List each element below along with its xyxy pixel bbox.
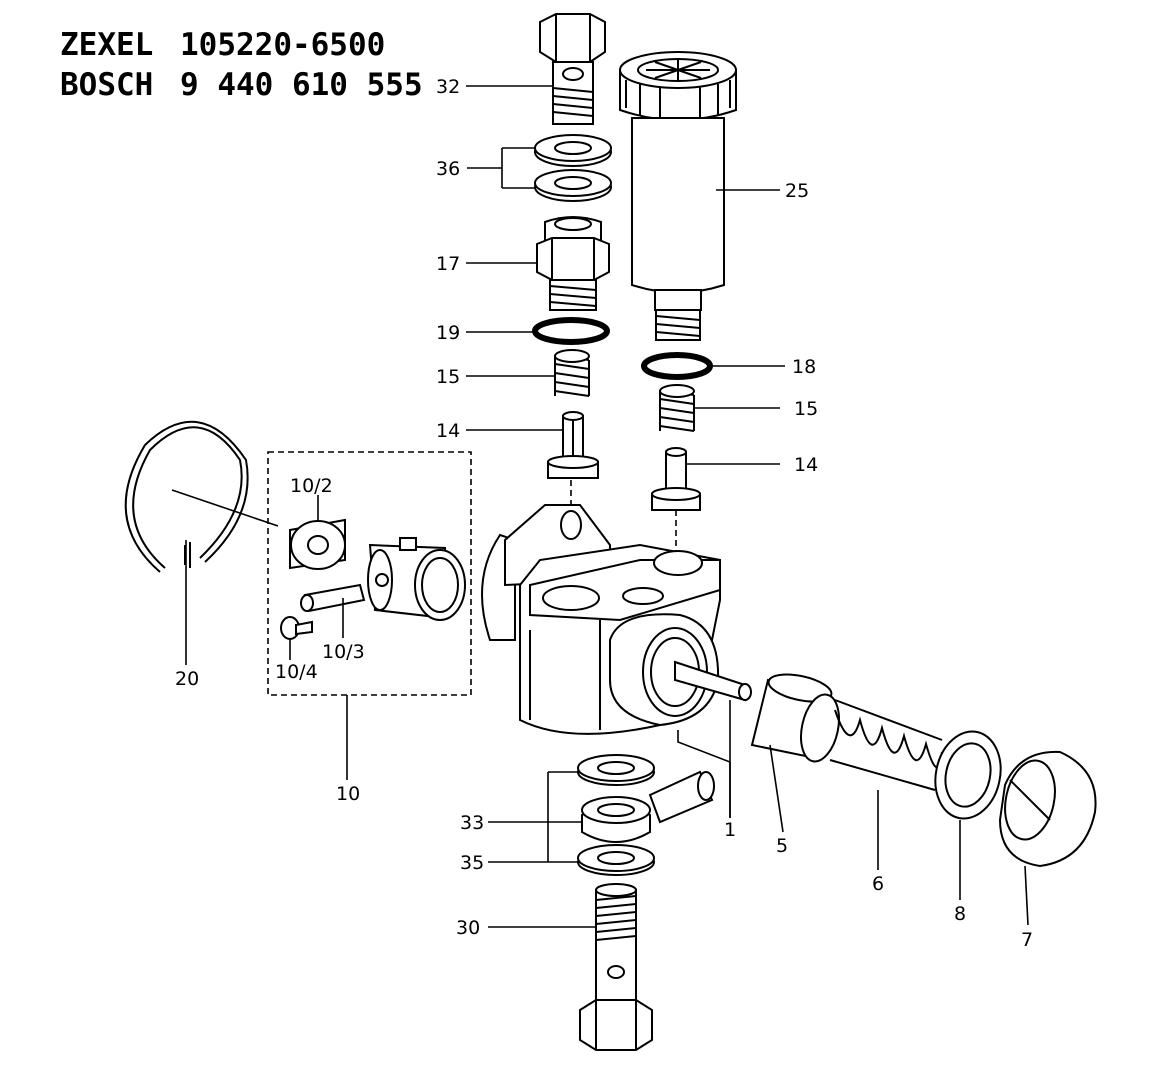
callout-33: 33 xyxy=(460,812,484,834)
callout-15-left: 15 xyxy=(436,366,460,388)
callout-36: 36 xyxy=(436,158,460,180)
callout-10-4: 10/4 xyxy=(275,661,318,683)
leader-20-axis xyxy=(171,489,279,527)
callout-1: 1 xyxy=(724,819,736,841)
part-10-assembly-box xyxy=(267,451,472,696)
callout-8: 8 xyxy=(954,903,966,925)
callout-labels: 32 36 17 19 15 14 25 18 15 14 10/2 10/3 … xyxy=(175,76,1033,951)
callout-15-right: 15 xyxy=(794,398,818,420)
part-19-o-ring xyxy=(532,317,610,345)
callout-5: 5 xyxy=(776,835,788,857)
callout-leaders xyxy=(185,85,1029,928)
callout-35: 35 xyxy=(460,852,484,874)
callout-10-2: 10/2 xyxy=(290,475,333,497)
header-bosch-part-number: 9 440 610 555 xyxy=(180,67,423,103)
part-33-35-washers xyxy=(577,754,715,876)
part-14-valve-left xyxy=(547,411,599,479)
part-20-circlip xyxy=(124,420,249,573)
part-36-washers xyxy=(534,134,612,202)
part-15-spring-left xyxy=(554,349,590,397)
callout-17: 17 xyxy=(436,253,460,275)
header-zexel-brand: ZEXEL xyxy=(60,27,153,63)
part-5-sleeve xyxy=(750,673,840,763)
callout-30: 30 xyxy=(456,917,480,939)
part-25-hand-primer xyxy=(619,51,737,341)
callout-7: 7 xyxy=(1021,929,1033,951)
part-10-2-roller xyxy=(289,518,346,570)
part-30-banjo-bolt xyxy=(579,883,653,1051)
callout-32: 32 xyxy=(436,76,460,98)
callout-20: 20 xyxy=(175,668,199,690)
part-15-spring-right xyxy=(659,384,695,432)
header-bosch-brand: BOSCH xyxy=(60,67,153,103)
part-14-valve-right xyxy=(651,447,701,511)
callout-10-3: 10/3 xyxy=(322,641,365,663)
part-8-gasket xyxy=(934,730,1002,820)
part-1-pump-body xyxy=(481,504,752,735)
part-6-spring xyxy=(829,699,943,791)
callout-6: 6 xyxy=(872,873,884,895)
callout-19: 19 xyxy=(436,322,460,344)
callout-14-right: 14 xyxy=(794,454,818,476)
part-7-plug xyxy=(998,750,1097,868)
part-10-4-pin-head xyxy=(280,616,313,640)
part-32-banjo-bolt xyxy=(539,13,606,125)
callout-18: 18 xyxy=(792,356,816,378)
header-zexel-part-number: 105220-6500 xyxy=(180,27,385,63)
part-10-3-pin xyxy=(300,583,366,613)
part-10-1-tappet-body xyxy=(367,537,466,621)
part-17-fitting xyxy=(536,216,610,311)
callout-10: 10 xyxy=(336,783,360,805)
part-18-o-ring xyxy=(641,352,713,380)
callout-25: 25 xyxy=(785,180,809,202)
callout-14-left: 14 xyxy=(436,420,460,442)
part-number-header: ZEXEL 105220-6500 BOSCH 9 440 610 555 xyxy=(60,27,423,103)
